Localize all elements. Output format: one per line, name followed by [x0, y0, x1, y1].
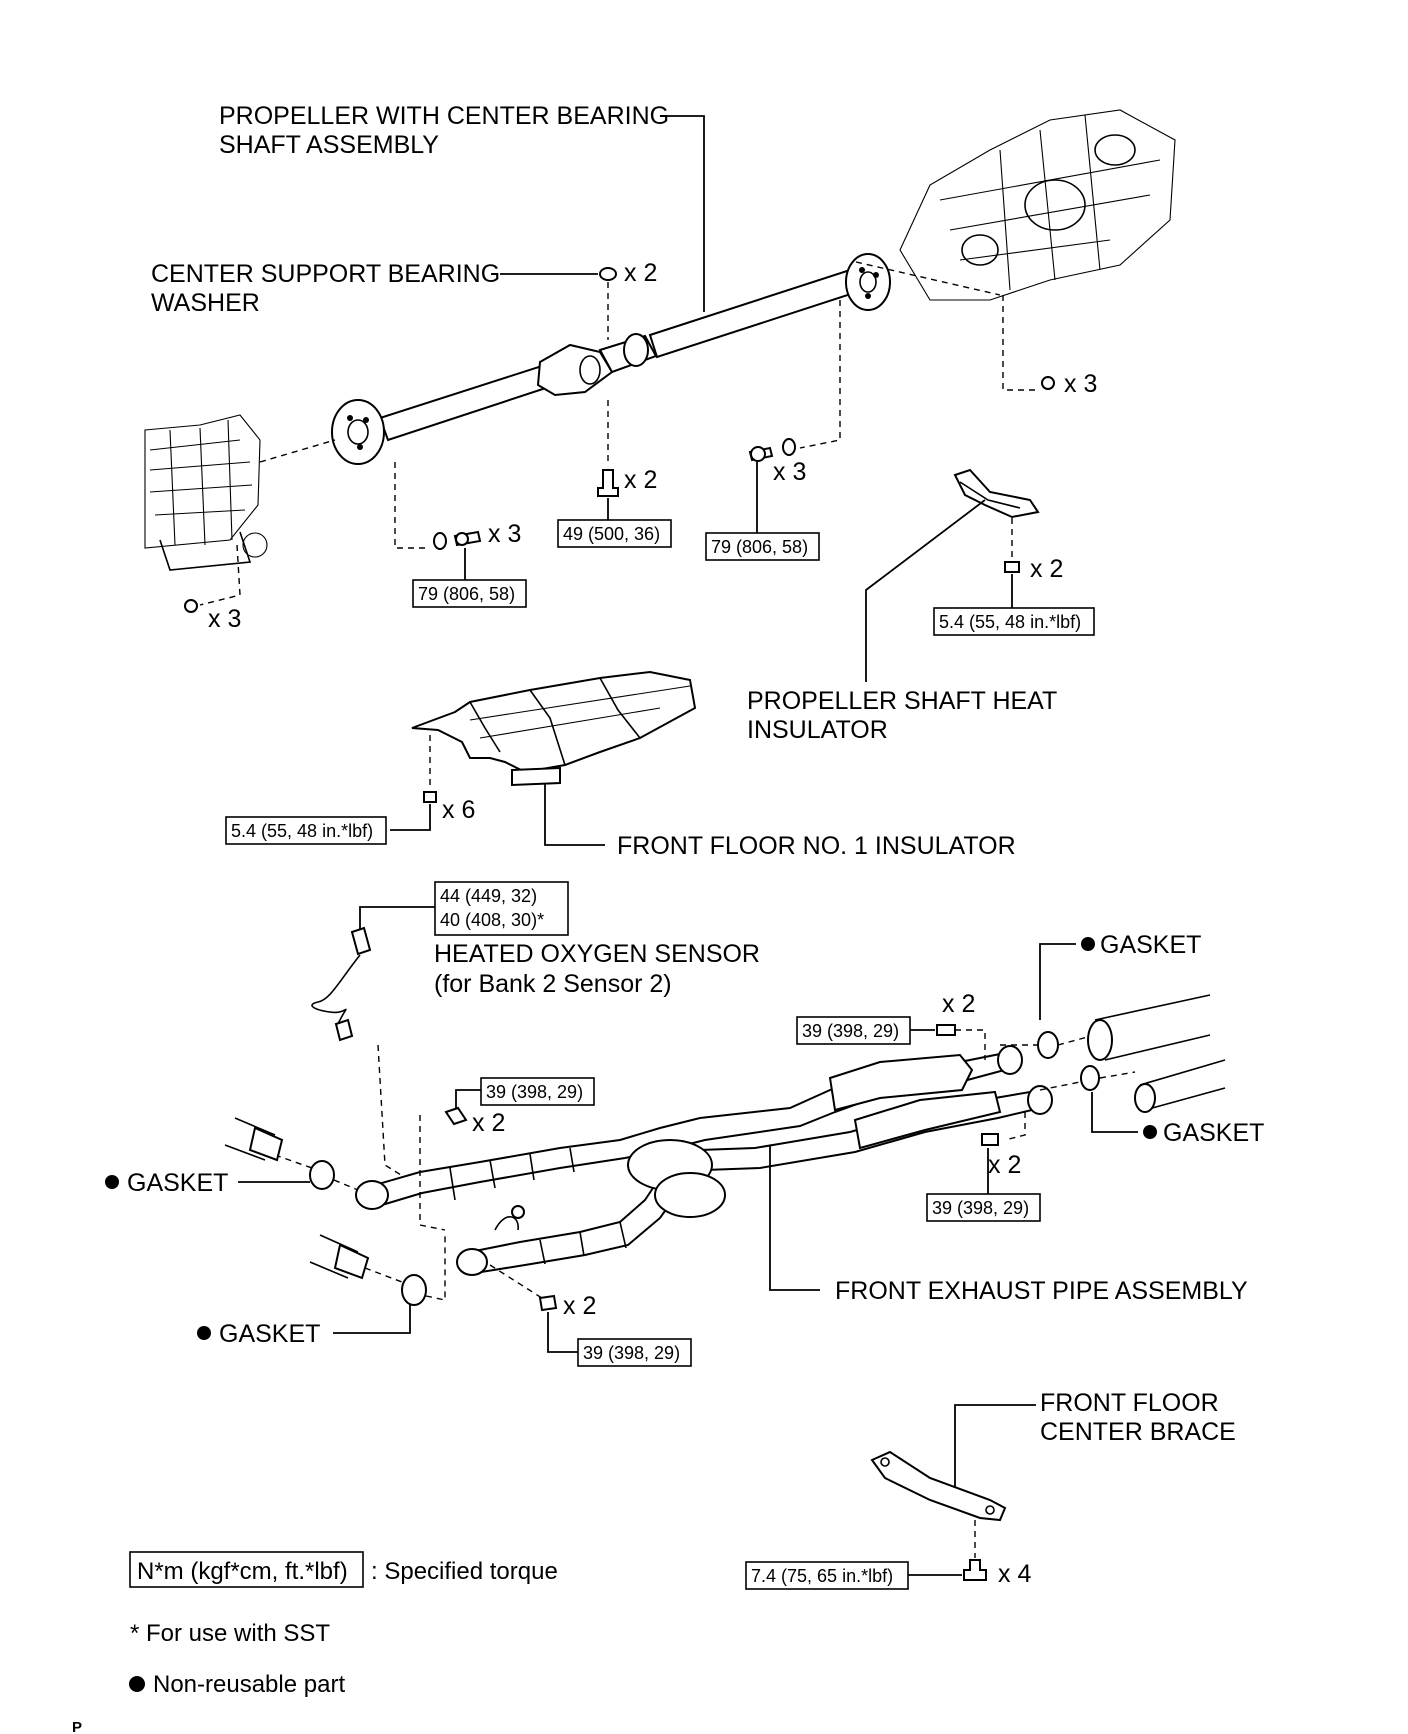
torque-insulator: 5.4 (55, 48 in.*lbf) [939, 612, 1081, 632]
torque-right-bolt: 79 (806, 58) [711, 537, 808, 557]
torque-sensor-line1: 44 (449, 32) [440, 886, 537, 906]
oxygen-sensor [311, 926, 372, 1042]
gasket-icon [1037, 1031, 1059, 1059]
left-exhaust-manifold-flange [224, 1117, 284, 1162]
torque-center-bolt: 49 (500, 36) [563, 524, 660, 544]
bolt-icon [444, 1106, 468, 1126]
legend-torque-box [129, 1551, 364, 1588]
torque-exh-right: 39 (398, 29) [932, 1198, 1029, 1218]
nut-icon [423, 791, 437, 803]
legend-torque-desc: : Specified torque [371, 1558, 558, 1585]
torque-box-insulator [933, 607, 1095, 636]
torque-box-center-bolt [557, 519, 672, 548]
front-floor-insulator [411, 670, 697, 787]
heat-insulator-label-line1: PROPELLER SHAFT HEAT [747, 687, 1057, 715]
nut-left-qty: x 3 [208, 605, 241, 633]
washer-icon [599, 267, 617, 281]
propeller-label-line2: SHAFT ASSEMBLY [219, 131, 439, 159]
center-washer-label-line1: CENTER SUPPORT BEARING [151, 260, 500, 288]
legend-torque-unit: N*m (kgf*cm, ft.*lbf) [137, 1558, 348, 1585]
brace-bolt-qty: x 4 [998, 1560, 1031, 1588]
bolt-icon [963, 1559, 987, 1581]
right-exhaust-manifold-flange [309, 1234, 370, 1280]
transmission-housing [144, 414, 268, 571]
gasket-left-upper-label: GASKET [127, 1169, 228, 1197]
brace-leader [954, 1404, 1036, 1488]
exhaust-pipe-label: FRONT EXHAUST PIPE ASSEMBLY [835, 1277, 1248, 1305]
oxygen-sensor-label-line1: HEATED OXYGEN SENSOR [434, 940, 760, 968]
center-exhaust-pipe [1087, 994, 1226, 1113]
front-exhaust-pipe-assembly [355, 1045, 1053, 1276]
bolt-left-qty: x 3 [488, 520, 521, 548]
torque-box-exh-mid [480, 1077, 595, 1106]
propeller-shaft-heat-insulator [953, 468, 1040, 519]
differential-housing [899, 109, 1176, 301]
torque-box-right-bolt [705, 532, 820, 561]
nut-icon [184, 599, 198, 613]
torque-exh-mid: 39 (398, 29) [486, 1082, 583, 1102]
exh-top-qty: x 2 [942, 990, 975, 1018]
brace-label-line1: FRONT FLOOR [1040, 1389, 1219, 1417]
washer-icon [433, 532, 447, 550]
propeller-label-line1: PROPELLER WITH CENTER BEARING [219, 102, 669, 130]
torque-sensor-line2: 40 (408, 30)* [440, 910, 544, 930]
torque-box-exh-top [796, 1016, 911, 1045]
non-reusable-dot [1081, 937, 1095, 951]
brace-label-line2: CENTER BRACE [1040, 1418, 1236, 1446]
torque-box-sensor [434, 881, 569, 936]
washer-qty: x 2 [624, 259, 657, 287]
heat-insulator-leader [865, 499, 986, 682]
non-reusable-dot [105, 1175, 119, 1189]
legend-non-reusable: Non-reusable part [153, 1671, 345, 1698]
washer-icon [782, 438, 796, 456]
torque-left-bolt: 79 (806, 58) [418, 584, 515, 604]
bolt-icon [538, 1294, 558, 1312]
torque-box-exh-bottom [577, 1338, 692, 1367]
bolt-right-qty: x 3 [773, 458, 806, 486]
propeller-leader [664, 115, 705, 312]
gasket-icon [401, 1274, 427, 1306]
bolt-center-qty: x 2 [624, 466, 657, 494]
torque-brace: 7.4 (75, 65 in.*lbf) [751, 1566, 893, 1586]
gasket-top-right-label: GASKET [1100, 931, 1201, 959]
non-reusable-dot [197, 1326, 211, 1340]
washer-icon [750, 446, 766, 462]
nut-right-qty: x 3 [1064, 370, 1097, 398]
gasket-left-lower-label: GASKET [219, 1320, 320, 1348]
exh-mid-qty: x 2 [472, 1109, 505, 1137]
propeller-shaft-assembly [331, 253, 891, 465]
gasket-mid-right-label: GASKET [1163, 1119, 1264, 1147]
nut-icon [1041, 376, 1055, 390]
torque-box-left-bolt [412, 579, 527, 608]
exh-right-qty: x 2 [988, 1151, 1021, 1179]
front-floor-center-brace [870, 1450, 1007, 1522]
bolt-icon [981, 1133, 999, 1146]
torque-exh-bottom: 39 (398, 29) [583, 1343, 680, 1363]
legend-non-reusable-dot [129, 1676, 145, 1692]
floor-nut-qty: x 6 [442, 796, 475, 824]
bolt-icon [936, 1024, 956, 1036]
insulator-nut-qty: x 2 [1030, 555, 1063, 583]
gasket-icon [1080, 1065, 1100, 1091]
torque-box-floor [225, 816, 387, 845]
oxygen-sensor-label-line2: (for Bank 2 Sensor 2) [434, 970, 672, 998]
torque-floor: 5.4 (55, 48 in.*lbf) [231, 821, 373, 841]
exhaust-pipe-leader [769, 1145, 820, 1291]
bolt-icon [597, 469, 619, 497]
footer-code: P [72, 1719, 82, 1734]
torque-box-brace [745, 1561, 909, 1590]
front-floor-insulator-leader [544, 784, 605, 846]
washer-icon [455, 532, 469, 546]
torque-box-exh-right [926, 1193, 1041, 1222]
gasket-icon [309, 1160, 335, 1190]
heat-insulator-label-line2: INSULATOR [747, 716, 888, 744]
non-reusable-dot [1143, 1125, 1157, 1139]
torque-exh-top: 39 (398, 29) [802, 1021, 899, 1041]
exh-bottom-qty: x 2 [563, 1292, 596, 1320]
nut-icon [1004, 561, 1020, 573]
front-floor-insulator-label: FRONT FLOOR NO. 1 INSULATOR [617, 832, 1016, 860]
center-washer-label-line2: WASHER [151, 289, 260, 317]
legend-sst-note: * For use with SST [130, 1620, 330, 1647]
